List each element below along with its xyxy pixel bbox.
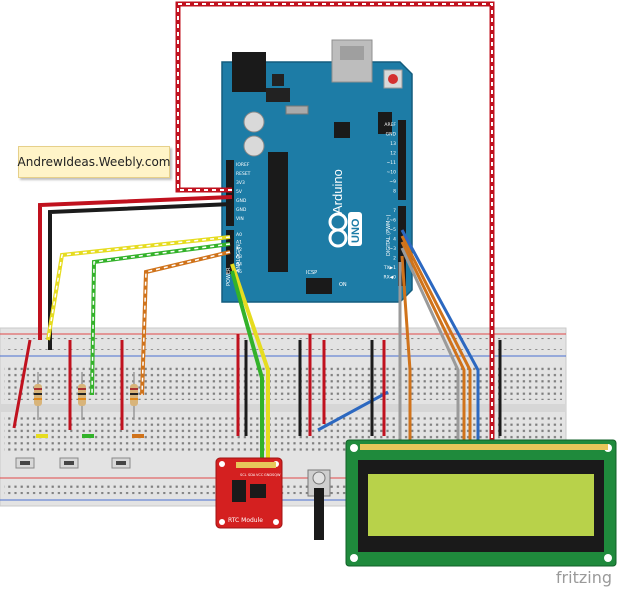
push-button (111, 457, 131, 469)
rtc-label: RTC Module (228, 517, 263, 524)
rtc-module: RTC Module SCLSDAVCCGNDSQW (215, 457, 283, 529)
breadboard-jumpers (12, 334, 502, 436)
wire-pot-blue (317, 390, 389, 432)
digital-header-top (398, 120, 406, 200)
crystal (285, 105, 309, 115)
wire-gnd-black (48, 202, 233, 350)
icsp-label: ICSP (306, 270, 317, 276)
push-button (59, 457, 79, 469)
arduino-brand-text: Arduino (330, 169, 345, 214)
reset-button (383, 69, 403, 89)
website-note: AndrewIdeas.Weebly.com (18, 146, 171, 178)
lcd-16x2 (345, 439, 617, 567)
analog-header-label: ANALOG IN (236, 244, 242, 272)
wire-a0-yellow (46, 235, 231, 341)
power-header-label: POWER (226, 267, 232, 286)
icsp-header-top (378, 112, 392, 134)
wire-a5-green (230, 270, 264, 466)
power-header (226, 160, 234, 226)
wire-a4-yellow (230, 263, 270, 466)
lcd-screen (368, 474, 594, 536)
on-label: ON (339, 282, 347, 288)
dc-jack (232, 52, 266, 92)
wires-digital-to-lcd (398, 229, 480, 440)
wire-5v-loop-red (175, 1, 495, 440)
rtc-pin-labels: SCLSDAVCCGNDSQW (240, 473, 281, 477)
icsp-header (306, 278, 332, 294)
wire-5v-red (38, 195, 233, 340)
wire-a1-green (90, 242, 231, 396)
usb-chip (334, 122, 350, 138)
potentiometer (307, 469, 331, 540)
arduino-logo: Arduino UNO (328, 169, 362, 248)
wire-a2-orange (140, 250, 231, 396)
arduino-model-text: UNO (350, 218, 362, 243)
voltage-regulator (272, 74, 284, 86)
digital-header-bottom (398, 206, 406, 286)
atmega-chip (268, 152, 288, 272)
push-button (15, 457, 35, 469)
capacitor (243, 135, 265, 157)
capacitor (243, 111, 265, 133)
fritzing-watermark: fritzing (555, 568, 612, 587)
resistor (78, 372, 86, 420)
resistor (130, 372, 138, 420)
digital-header-label: DIGITAL (PWM~) (386, 214, 392, 256)
resistor (34, 372, 42, 420)
